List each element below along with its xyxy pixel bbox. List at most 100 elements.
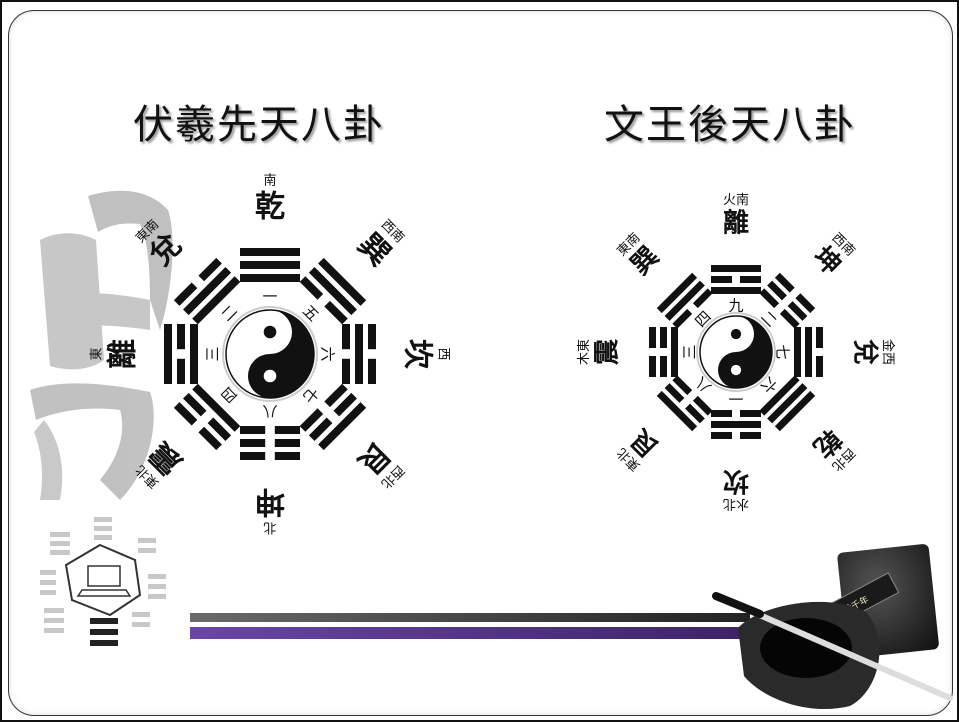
yang-line (240, 248, 300, 256)
trigram-number: 七 (774, 344, 792, 359)
yin-line (685, 403, 705, 424)
yang-line (190, 324, 198, 384)
yin-line (779, 308, 800, 329)
yin-line (672, 308, 693, 329)
yang-line (240, 261, 300, 269)
yang-line (164, 324, 172, 384)
yin-line (177, 323, 185, 350)
yin-line (660, 327, 667, 348)
yin-line (816, 327, 823, 348)
right-bagua-diagram: 九離火南四巽東南三震木東八艮東北一坎水北六乾西北七兌金西二坤西南 (576, 192, 896, 511)
trigram-lines (759, 375, 816, 432)
yin-line (816, 356, 823, 377)
trigram-number: 三 (204, 346, 222, 361)
yin-line (711, 432, 732, 439)
trigram-direction: 東 (89, 347, 105, 360)
trigram-name: 坎 (723, 466, 749, 496)
yang-line (805, 327, 812, 377)
yin-line (173, 282, 198, 306)
yin-line (342, 324, 350, 350)
yang-line (656, 390, 698, 432)
yin-line (207, 417, 232, 441)
yin-line (664, 383, 685, 403)
yin-line (299, 276, 324, 300)
trigram-lines (656, 272, 713, 329)
yang-line (774, 390, 816, 432)
left-bagua-diagram: 一乾南二兌東南三離東四震東北八坤北七艮西北六坎西五巽西南 (89, 173, 451, 535)
yang-line (240, 274, 300, 282)
yang-line (355, 324, 363, 384)
yin-line (173, 402, 198, 426)
yin-line (787, 301, 808, 321)
trigram-lines (164, 323, 198, 384)
trigram-name: 坎 (400, 339, 435, 369)
trigram-lines (711, 410, 761, 439)
yin-line (711, 276, 732, 283)
trigram-lines (173, 257, 241, 325)
yin-line (198, 257, 222, 282)
yin-line (649, 356, 656, 377)
yin-line (240, 452, 266, 460)
yin-yang-icon (222, 306, 318, 402)
yin-yang-icon (696, 312, 776, 392)
yin-line (274, 452, 300, 460)
yin-line (177, 358, 185, 384)
trigram-number: 一 (262, 288, 277, 306)
yin-line (649, 327, 656, 348)
trigram-lines (240, 426, 300, 460)
yin-line (198, 426, 222, 451)
yin-line (740, 432, 761, 439)
yin-line (274, 439, 300, 447)
left-diagram-title: 伏羲先天八卦 (133, 102, 385, 148)
trigram-lines (794, 327, 823, 377)
yang-line (711, 265, 761, 272)
yin-line (795, 293, 816, 314)
yin-line (759, 288, 780, 309)
yin-line (183, 392, 207, 417)
trigram-2: 三離東 (89, 323, 222, 384)
yang-line (794, 327, 801, 377)
trigram-lines (173, 383, 241, 451)
yin-line (368, 324, 376, 350)
yang-line (664, 280, 705, 321)
yin-line (711, 410, 732, 417)
trigram-lines (240, 248, 300, 282)
yin-line (333, 392, 357, 417)
ink-stone-and-brush-image: 墨香千年 (712, 544, 953, 710)
yin-line (342, 358, 350, 385)
trigram-number: 九 (728, 297, 743, 315)
trigram-direction: 南 (263, 173, 276, 189)
right-diagram-title: 文王後天八卦 (604, 102, 856, 148)
yin-line (767, 280, 787, 301)
yang-line (318, 257, 367, 306)
yang-line (318, 402, 367, 451)
trigram-6: 七兌金西 (774, 327, 896, 377)
yin-line (240, 426, 266, 434)
trigram-direction: 火南 (723, 192, 749, 208)
trigram-name: 離 (723, 208, 749, 239)
trigram-lines (299, 257, 367, 325)
yang-line (711, 421, 761, 428)
trigram-name: 乾 (255, 190, 285, 225)
yin-line (660, 356, 667, 377)
laptop-hexagon-emblem (40, 517, 166, 646)
trigram-lines (759, 272, 816, 329)
yin-line (324, 300, 348, 325)
trigram-lines (656, 375, 713, 432)
yang-line (767, 383, 808, 424)
trigram-name: 震 (593, 338, 623, 365)
yin-line (740, 276, 761, 283)
trigram-lines (649, 327, 678, 377)
yin-line (740, 410, 761, 417)
yin-line (274, 426, 300, 434)
trigram-number: 一 (728, 390, 743, 408)
watermark-yi-glyph (30, 190, 173, 500)
trigram-name: 兌 (850, 339, 880, 365)
yin-line (240, 439, 266, 447)
